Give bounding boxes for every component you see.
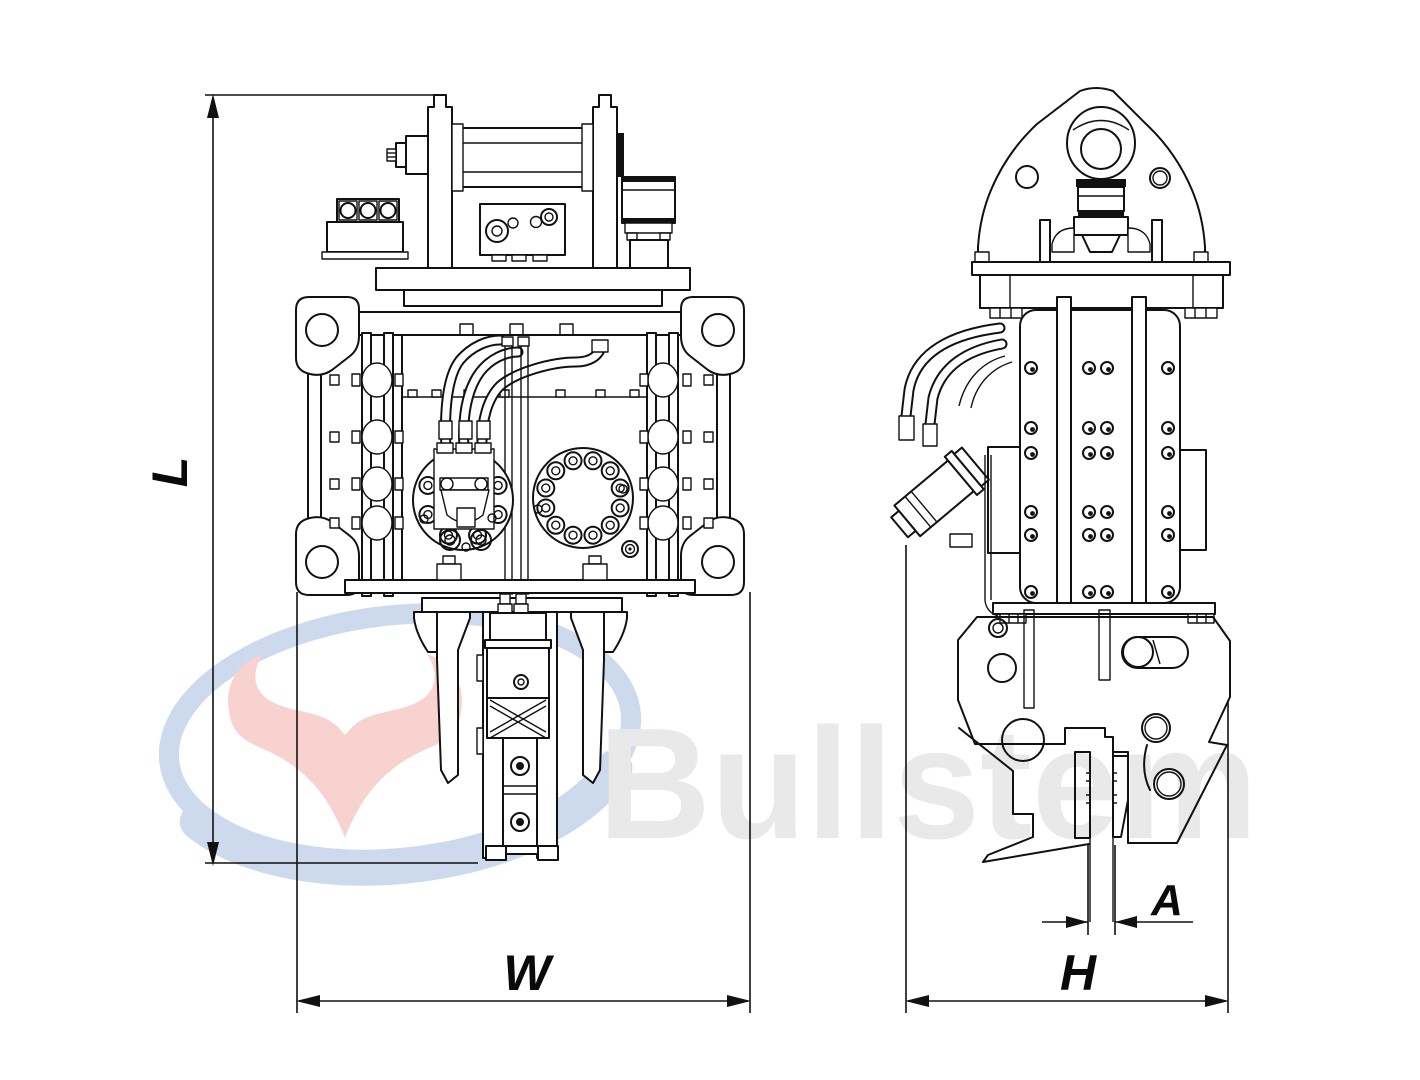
dimension-h: H: [905, 545, 1229, 1013]
dimension-a-label: A: [1150, 876, 1183, 925]
front-view: [295, 94, 745, 861]
bull-head-mark: [228, 654, 462, 838]
dimension-a: A: [1042, 845, 1193, 935]
dimension-w: W: [296, 592, 751, 1013]
dimension-l: L: [142, 94, 478, 866]
watermark-logo: [158, 603, 642, 886]
dimension-h-label: H: [1060, 945, 1097, 1001]
side-view: [890, 87, 1231, 922]
dimension-w-label: W: [503, 945, 554, 1001]
dimension-l-label: L: [142, 457, 198, 488]
side-clamp: [957, 609, 1231, 922]
watermark-brand-text: Bullstem: [598, 696, 1258, 872]
